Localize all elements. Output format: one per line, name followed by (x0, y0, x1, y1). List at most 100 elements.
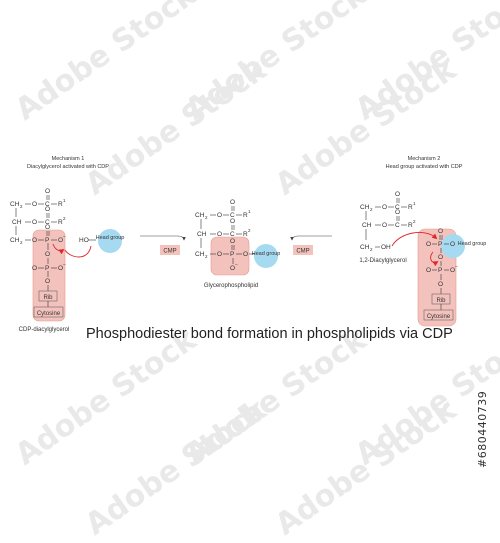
cytosine-box (423, 309, 454, 321)
head-group-circle (254, 244, 278, 268)
cytosine-label: Cytosine (427, 314, 451, 320)
mechanism-1-subheading: Diacylglycerol activated with CDP (27, 164, 109, 170)
diagram-svg: Mechanism 1 Diacylglycerol activated wit… (10, 156, 487, 333)
svg-text:O: O (45, 251, 50, 258)
svg-text:O: O (45, 206, 50, 213)
mechanism-1: Mechanism 1 Diacylglycerol activated wit… (10, 156, 124, 333)
svg-text:O: O (450, 267, 455, 274)
head-group-label: Head group (458, 241, 487, 247)
svg-text:R: R (408, 222, 413, 229)
svg-text:O: O (32, 265, 37, 272)
svg-text:1: 1 (63, 198, 66, 203)
svg-text:P: P (45, 265, 49, 272)
glycerophospholipid: CH 2 O C O R 1 CH O C O (195, 199, 280, 289)
svg-text:O: O (426, 241, 431, 248)
svg-text:R: R (58, 201, 63, 208)
mechanism-2-heading: Mechanism 2 (408, 156, 441, 162)
svg-text:P: P (45, 237, 49, 244)
svg-text:1: 1 (248, 209, 251, 214)
svg-text:O: O (230, 238, 235, 245)
svg-text:O: O (438, 228, 443, 235)
svg-text:O: O (217, 212, 222, 219)
svg-text:CH: CH (10, 237, 20, 244)
svg-text:2: 2 (63, 216, 66, 221)
ribose-label: Rib (436, 298, 446, 304)
leaving-group-arrow (52, 243, 65, 255)
svg-text:O: O (32, 201, 37, 208)
svg-text:R: R (408, 204, 413, 211)
mechanism-2-subheading: Head group activated with CDP (386, 164, 463, 170)
svg-text:O: O (45, 188, 50, 195)
svg-text:C: C (230, 231, 235, 238)
svg-text:CH: CH (12, 219, 22, 226)
hydroxyl-label: OH (381, 244, 391, 251)
svg-text:O: O (230, 265, 235, 272)
svg-text:R: R (58, 219, 63, 226)
nucleophilic-attack-arrow (391, 231, 438, 247)
svg-text:2: 2 (413, 219, 416, 224)
head-group-label: Head group (96, 235, 125, 241)
svg-text:2: 2 (248, 228, 251, 233)
glycerol-backbone: CH 2 O C O R 1 CH O C (10, 188, 66, 291)
svg-text:O: O (230, 199, 235, 206)
svg-text:O: O (438, 281, 443, 288)
svg-text:O: O (45, 224, 50, 231)
svg-text:R: R (243, 231, 248, 238)
svg-text:2: 2 (205, 254, 208, 259)
svg-text:O: O (230, 218, 235, 225)
cmp-label-right: CMP (296, 249, 309, 255)
svg-text:−: − (63, 234, 66, 240)
svg-text:2: 2 (205, 215, 208, 220)
cmp-label-left: CMP (163, 249, 176, 255)
svg-text:P: P (438, 241, 442, 248)
glycerophospholipid-caption: Glycerophospholipid (204, 283, 258, 289)
svg-text:C: C (395, 222, 400, 229)
cdp-diacylglycerol-caption: CDP-diacylglycerol (19, 327, 70, 333)
svg-text:O: O (395, 191, 400, 198)
svg-text:O: O (217, 251, 222, 258)
head-group-circle (98, 229, 122, 253)
svg-text:C: C (45, 201, 50, 208)
hydroxyl-reactant: HO (79, 237, 89, 244)
svg-text:O: O (243, 251, 248, 258)
svg-text:CH: CH (197, 231, 207, 238)
svg-text:P: P (438, 267, 442, 274)
svg-text:2: 2 (20, 240, 23, 245)
diagram-title: Phosphodiester bond formation in phospho… (86, 326, 453, 342)
reaction-arrow-right: CMP (290, 235, 332, 255)
svg-text:O: O (382, 204, 387, 211)
svg-text:C: C (45, 219, 50, 226)
svg-text:−: − (63, 262, 66, 268)
head-group-circle (441, 234, 465, 258)
svg-text:O: O (32, 219, 37, 226)
svg-text:O: O (45, 278, 50, 285)
cytosine-box (33, 306, 64, 318)
cmp-box-left (160, 245, 180, 255)
stock-id: #680440739 (476, 390, 489, 468)
svg-text:C: C (395, 204, 400, 211)
svg-text:2: 2 (20, 204, 23, 209)
svg-text:P: P (230, 251, 234, 258)
svg-text:O: O (217, 231, 222, 238)
svg-text:O: O (395, 209, 400, 216)
mechanism-2: Mechanism 2 Head group activated with CD… (359, 156, 487, 327)
svg-text:C: C (230, 212, 235, 219)
reaction-arrow-left: CMP (140, 235, 186, 255)
svg-text:CH: CH (362, 222, 372, 229)
svg-text:CH: CH (10, 201, 20, 208)
nucleophilic-attack-arrow (64, 245, 92, 258)
mechanism-1-heading: Mechanism 1 (52, 156, 85, 162)
head-group-label: Head group (252, 251, 281, 257)
svg-text:O: O (382, 222, 387, 229)
svg-text:CH: CH (195, 251, 205, 258)
leaving-group-arrow (430, 251, 439, 267)
svg-text:−: − (455, 264, 458, 270)
svg-text:−: − (235, 262, 238, 268)
diacylglycerol-caption: 1,2-Diacylglycerol (359, 258, 406, 264)
svg-text:CH: CH (195, 212, 205, 219)
svg-text:1: 1 (413, 201, 416, 206)
svg-text:2: 2 (370, 247, 373, 252)
svg-text:O: O (58, 237, 63, 244)
phosphate-highlight-box (210, 236, 250, 276)
svg-text:O: O (438, 254, 443, 261)
